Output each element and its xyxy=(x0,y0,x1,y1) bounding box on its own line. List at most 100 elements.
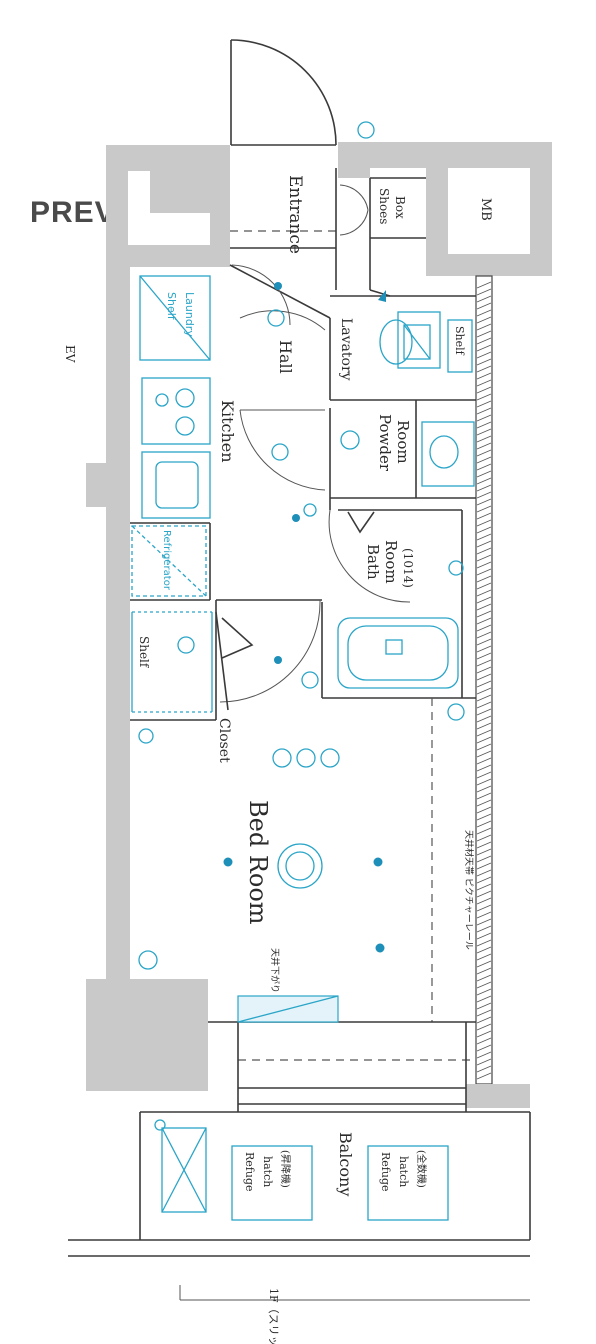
label-shelf: Shelf xyxy=(453,326,466,356)
hatch-line xyxy=(476,316,492,324)
label-refuge-right-1: Refuge xyxy=(379,1152,392,1192)
label-picture-rail: 天井材天帯 ピクチャーレール xyxy=(463,830,475,950)
hatch-line xyxy=(476,582,492,590)
label-ev: EV xyxy=(63,345,77,363)
hatch-line xyxy=(476,820,492,828)
hatch-line xyxy=(476,400,492,408)
label-shelf-laundry-2: Laundry xyxy=(183,292,196,337)
hatch-line xyxy=(476,288,492,296)
hatch-line xyxy=(476,449,492,457)
hatch-line xyxy=(476,610,492,618)
hatch-line xyxy=(476,736,492,744)
label-powder-room-1: Powder xyxy=(376,414,394,472)
hatch-line xyxy=(476,309,492,317)
hatch-line xyxy=(476,1016,492,1024)
hatch-line xyxy=(476,771,492,779)
hatch-line xyxy=(476,988,492,996)
hatch-line xyxy=(476,939,492,947)
label-refuge-left-1: Refuge xyxy=(243,1152,256,1192)
hatch-line xyxy=(476,1037,492,1045)
label-lavatory: Lavatory xyxy=(338,318,354,381)
hatch-line xyxy=(476,778,492,786)
hatch-line xyxy=(476,330,492,338)
hatch-line xyxy=(476,295,492,303)
fixtures xyxy=(131,121,475,1221)
blue-dots xyxy=(223,282,386,953)
hatch-line xyxy=(476,470,492,478)
hatch-line xyxy=(476,351,492,359)
hatch-line xyxy=(476,505,492,513)
hatch-line xyxy=(476,344,492,352)
label-refuge-right-2: hatch xyxy=(397,1156,410,1187)
hatch-line xyxy=(476,1072,492,1080)
interior-doors xyxy=(215,264,411,711)
hatch-line xyxy=(476,568,492,576)
label-powder-room-2: Room xyxy=(394,420,412,464)
wall-hatch xyxy=(476,281,492,1080)
label-entrance: Entrance xyxy=(285,175,305,254)
hatch-line xyxy=(476,1009,492,1017)
hatch-line xyxy=(476,673,492,681)
hatch-line xyxy=(476,603,492,611)
walls xyxy=(86,142,552,1108)
label-hall: Hall xyxy=(276,340,295,374)
hatch-line xyxy=(476,596,492,604)
hatch-line xyxy=(476,925,492,933)
hatch-line xyxy=(476,435,492,443)
entrance-door[interactable] xyxy=(230,39,337,146)
hatch-line xyxy=(476,918,492,926)
hatch-line xyxy=(476,834,492,842)
hatch-line xyxy=(476,386,492,394)
hatch-line xyxy=(476,827,492,835)
hatch-line xyxy=(476,659,492,667)
hatch-line xyxy=(476,477,492,485)
hatch-line xyxy=(476,953,492,961)
hatch-line xyxy=(476,533,492,541)
hatch-line xyxy=(476,1065,492,1073)
hatch-line xyxy=(476,764,492,772)
label-shelf-laundry-1: Shelf xyxy=(165,292,178,321)
hatch-line xyxy=(476,1023,492,1031)
hatch-line xyxy=(476,750,492,758)
hatch-line xyxy=(476,624,492,632)
hatch-line xyxy=(476,799,492,807)
hatch-line xyxy=(476,519,492,527)
hatch-line xyxy=(476,652,492,660)
hatch-line xyxy=(476,715,492,723)
hatch-line xyxy=(476,743,492,751)
hatch-line xyxy=(476,960,492,968)
hatch-line xyxy=(476,932,492,940)
hatch-line xyxy=(476,323,492,331)
hatch-line xyxy=(476,722,492,730)
hatch-line xyxy=(476,876,492,884)
room-labels: Entrance Shoes Box MB EV Shelf Laundry H… xyxy=(63,175,493,1344)
label-closet: Closet xyxy=(216,718,232,763)
hatch-line xyxy=(476,575,492,583)
hatch-line xyxy=(476,456,492,464)
label-kitchen: Kitchen xyxy=(218,400,237,463)
hatch-line xyxy=(476,358,492,366)
hatch-line xyxy=(476,687,492,695)
hatch-line xyxy=(476,981,492,989)
label-bottom-note: 1F（スリッパのみ） xyxy=(267,1288,280,1344)
hatch-line xyxy=(476,379,492,387)
hatch-line xyxy=(476,421,492,429)
hatch-line xyxy=(476,708,492,716)
hatch-line xyxy=(476,946,492,954)
hatch-line xyxy=(476,1002,492,1010)
hatch-line xyxy=(476,680,492,688)
hatch-line xyxy=(476,694,492,702)
hatch-line xyxy=(476,883,492,891)
hatch-line xyxy=(476,302,492,310)
hatch-line xyxy=(476,463,492,471)
label-bed-room: Bed Room xyxy=(244,800,272,925)
hatch-line xyxy=(476,855,492,863)
hatch-line xyxy=(476,1044,492,1052)
hatch-line xyxy=(476,554,492,562)
hatch-line xyxy=(476,841,492,849)
prev-button[interactable]: PREV xyxy=(30,196,116,229)
label-bath-room-1: Bath xyxy=(364,544,382,580)
label-mb: MB xyxy=(478,198,493,221)
label-balcony: Balcony xyxy=(336,1132,355,1196)
hatch-line xyxy=(476,498,492,506)
